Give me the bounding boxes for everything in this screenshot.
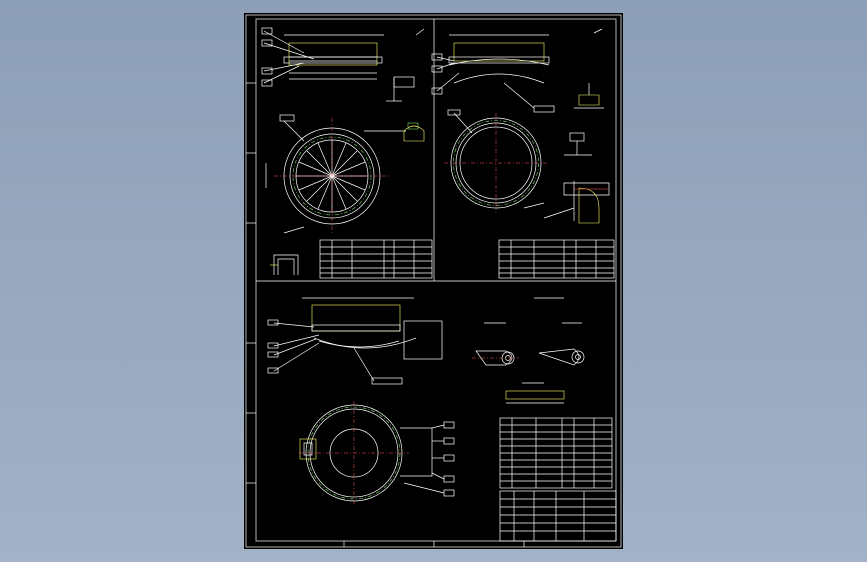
tl-section-view [261,27,425,102]
bl-cover-plan [299,401,455,505]
bl-section-view [267,297,443,385]
drawing-sheet [244,13,623,549]
title-block [499,490,617,542]
sheet-border-outer [245,14,622,548]
tl-flange-plan [265,114,425,234]
view-top-left [261,27,433,279]
tr-section-view [431,28,603,113]
tr-flange-plan [444,109,548,213]
view-top-right [431,28,615,279]
br-lug-details [472,297,585,366]
br-small-section [505,382,565,404]
tl-bracket-detail [270,226,305,275]
br-parts-table [499,417,613,489]
tr-parts-table [498,239,615,279]
sheet-border-inner [255,18,617,542]
zone-ticks [246,82,525,547]
view-bottom-right [472,297,617,542]
drawing-svg [245,14,622,548]
view-bottom-left [267,297,455,505]
tr-weld-details [543,83,610,224]
tl-parts-table [319,239,433,279]
